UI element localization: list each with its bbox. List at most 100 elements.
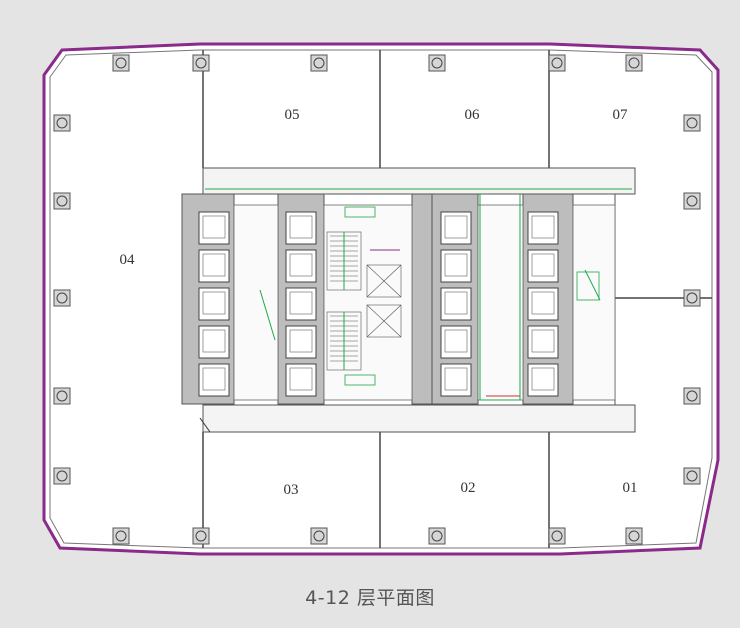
column — [625, 527, 643, 545]
column-mark — [686, 117, 698, 129]
column-mark — [56, 117, 68, 129]
elevator-car — [202, 253, 226, 277]
column-mark — [431, 530, 443, 542]
elevator-shaft — [527, 249, 559, 283]
elevator-car — [444, 253, 468, 277]
corridor-top — [202, 167, 636, 195]
column-mark — [551, 57, 563, 69]
column-mark — [313, 57, 325, 69]
column — [683, 467, 701, 485]
column — [112, 54, 130, 72]
elevator-shaft — [527, 211, 559, 245]
elevator-shaft — [440, 249, 472, 283]
unit-label-01: 01 — [623, 480, 638, 496]
core-block — [181, 188, 632, 433]
column-mark — [115, 530, 127, 542]
elevator-car — [289, 329, 313, 353]
elevator-car — [531, 253, 555, 277]
elevator-car — [202, 367, 226, 391]
elevator-shaft — [198, 211, 230, 245]
column-mark — [686, 292, 698, 304]
elevator-car — [531, 215, 555, 239]
column — [428, 54, 446, 72]
column-mark — [56, 195, 68, 207]
column — [683, 387, 701, 405]
elevator-shaft — [440, 211, 472, 245]
column-mark — [686, 470, 698, 482]
column — [310, 527, 328, 545]
column — [683, 289, 701, 307]
elevator-car — [531, 367, 555, 391]
elevator-shaft — [198, 287, 230, 321]
elevator-car — [444, 215, 468, 239]
column-mark — [628, 57, 640, 69]
elevator-car — [289, 291, 313, 315]
elevator-shaft — [198, 363, 230, 397]
column-mark — [56, 390, 68, 402]
unit-label-06: 06 — [465, 107, 481, 123]
unit-label-04: 04 — [120, 252, 136, 268]
column — [625, 54, 643, 72]
column-mark — [313, 530, 325, 542]
elevator-car — [202, 291, 226, 315]
column — [53, 114, 71, 132]
column — [53, 387, 71, 405]
elevator-shaft — [527, 287, 559, 321]
column — [53, 192, 71, 210]
elevator-car — [289, 215, 313, 239]
column-mark — [115, 57, 127, 69]
column — [683, 192, 701, 210]
column — [310, 54, 328, 72]
elevator-shaft — [285, 325, 317, 359]
elevator-shaft — [440, 287, 472, 321]
elevator-car — [531, 291, 555, 315]
column-mark — [195, 530, 207, 542]
unit-label-03: 03 — [284, 482, 299, 498]
column-mark — [551, 530, 563, 542]
elevator-car — [289, 253, 313, 277]
elevator-shaft — [285, 249, 317, 283]
column — [683, 114, 701, 132]
column-mark — [195, 57, 207, 69]
inner-facade-line — [49, 49, 713, 549]
column — [192, 527, 210, 545]
elevator-shaft — [527, 325, 559, 359]
column-mark — [56, 292, 68, 304]
structural-columns — [53, 54, 701, 545]
elevator-car — [444, 291, 468, 315]
unit-label-07: 07 — [613, 107, 629, 123]
elevator-shaft — [285, 211, 317, 245]
elevator-shaft — [440, 363, 472, 397]
elevator-shaft — [285, 287, 317, 321]
column — [53, 289, 71, 307]
column — [548, 527, 566, 545]
column — [548, 54, 566, 72]
column — [192, 54, 210, 72]
column-mark — [686, 390, 698, 402]
column-mark — [431, 57, 443, 69]
column-mark — [628, 530, 640, 542]
elevator-car — [444, 329, 468, 353]
elevator-car — [289, 367, 313, 391]
column — [53, 467, 71, 485]
column — [112, 527, 130, 545]
elevator-shaft — [527, 363, 559, 397]
plan-caption: 4-12 层平面图 — [305, 587, 435, 609]
elevator-shaft — [198, 249, 230, 283]
elevator-shaft — [440, 325, 472, 359]
elevator-car — [202, 215, 226, 239]
column — [428, 527, 446, 545]
elevator-car — [202, 329, 226, 353]
unit-label-02: 02 — [461, 480, 476, 496]
column-mark — [56, 470, 68, 482]
elevator-shaft — [285, 363, 317, 397]
corridor-bottom — [202, 404, 636, 433]
column-mark — [686, 195, 698, 207]
elevator-car — [444, 367, 468, 391]
elevator-shaft — [198, 325, 230, 359]
elevator-car — [531, 329, 555, 353]
elevator-banks — [198, 211, 559, 397]
unit-label-05: 05 — [285, 107, 300, 123]
